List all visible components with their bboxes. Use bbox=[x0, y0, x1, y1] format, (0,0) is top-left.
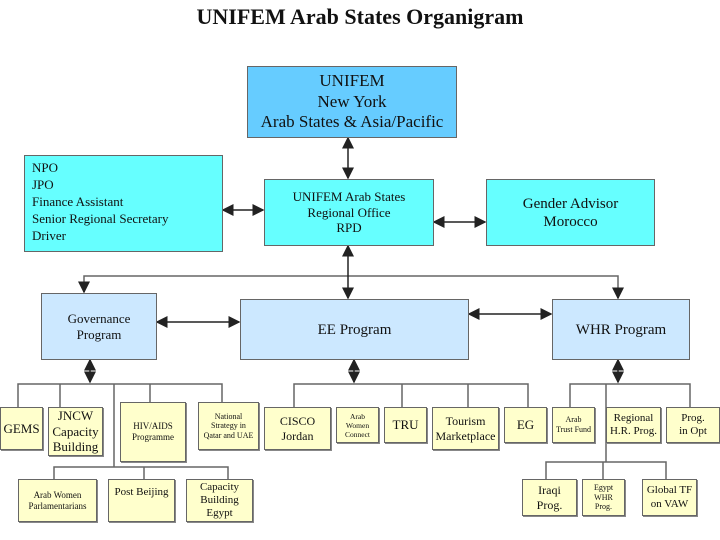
connector-gov-bus bbox=[17, 383, 223, 407]
connector-whr-bus bbox=[569, 383, 691, 407]
project-arab-women-parlamentarians: Arab Women Parlamentarians bbox=[18, 479, 97, 522]
project-post-beijing: Post Beijing bbox=[108, 479, 175, 522]
connector-gov-bus2 bbox=[53, 466, 229, 479]
project-arab-trust-fund: Arab Trust Fund bbox=[552, 407, 595, 443]
project-arab-women-connect: Arab Women Connect bbox=[336, 407, 379, 443]
unifem-new-york-box: UNIFEM New York Arab States & Asia/Pacif… bbox=[247, 66, 457, 138]
project-tourism-marketplace: Tourism Marketplace bbox=[432, 407, 499, 450]
project-egypt-whr: Egypt WHR Prog. bbox=[582, 479, 625, 516]
project-eg: EG bbox=[504, 407, 547, 443]
project-national-strategy: National Strategy in Qatar and UAE bbox=[198, 402, 259, 450]
project-prog-in-opt: Prog. in Opt bbox=[666, 407, 720, 443]
project-tru: TRU bbox=[384, 407, 427, 443]
staff-box: NPO JPO Finance Assistant Senior Regiona… bbox=[24, 155, 223, 252]
gender-advisor-box: Gender Advisor Morocco bbox=[486, 179, 655, 246]
project-global-tf-vaw: Global TF on VAW bbox=[642, 479, 697, 516]
connector-bus-programs bbox=[83, 275, 619, 298]
project-jncw: JNCW Capacity Building bbox=[48, 407, 103, 456]
page-title: UNIFEM Arab States Organigram bbox=[196, 4, 524, 29]
whr-program-box: WHR Program bbox=[552, 299, 690, 360]
project-iraqi: Iraqi Prog. bbox=[522, 479, 577, 516]
ee-program-box: EE Program bbox=[240, 299, 469, 360]
project-hiv-aids: HIV/AIDS Programme bbox=[120, 402, 186, 462]
project-cisco-jordan: CISCO Jordan bbox=[264, 407, 331, 450]
regional-office-box: UNIFEM Arab States Regional Office RPD bbox=[264, 179, 434, 246]
project-regional-hr: Regional H.R. Prog. bbox=[606, 407, 661, 443]
connector-ee-bus bbox=[293, 383, 529, 407]
project-gems: GEMS bbox=[0, 407, 43, 450]
connector-whr-bus2 bbox=[545, 461, 667, 479]
project-capacity-building-egypt: Capacity Building Egypt bbox=[186, 479, 253, 522]
governance-program-box: Governance Program bbox=[41, 293, 157, 360]
